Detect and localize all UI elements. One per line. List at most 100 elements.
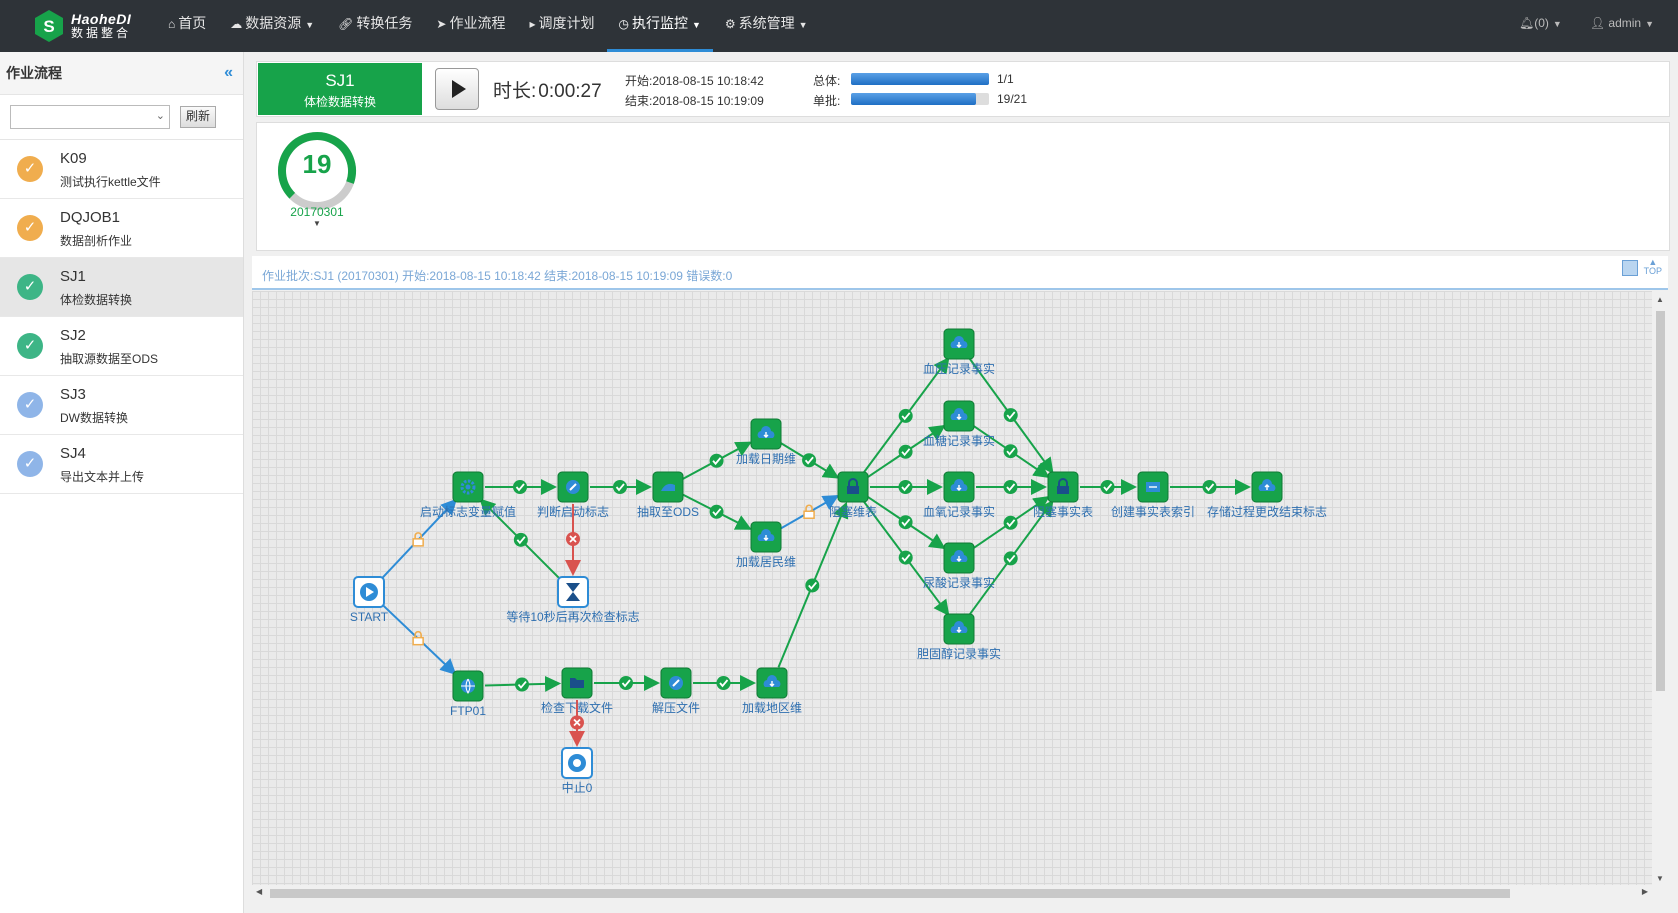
flow-edge[interactable] [379,498,458,581]
copy-icon[interactable] [1622,260,1638,276]
success-check-icon [805,578,820,593]
caret-down-icon[interactable]: ▼ [313,219,321,228]
refresh-button[interactable]: 刷新 [180,106,216,128]
flow-node-f2[interactable]: 血糖记录事实 [923,400,995,448]
flow-edge[interactable] [1080,479,1137,495]
flow-edge[interactable] [569,700,585,747]
cloud-download-icon [763,675,781,687]
notifications-menu[interactable]: 🔔︎(0)▼ [1518,16,1562,30]
success-check-icon [898,480,913,494]
flow-edge[interactable] [779,441,840,479]
flow-edge[interactable] [972,496,1050,550]
flow-edge[interactable] [862,500,950,617]
flow-node-lda[interactable]: 加载地区维 [742,667,802,715]
flow-edge[interactable] [866,495,946,550]
flow-node-n9[interactable]: 存储过程更改结束标志 [1207,471,1327,519]
flow-edge[interactable] [1170,479,1251,495]
flow-node-wait[interactable]: 等待10秒后再次检查标志 [506,576,640,624]
success-check-icon [1202,480,1217,494]
play-button[interactable] [435,68,479,110]
clock-icon: ◷ [618,17,629,31]
nav-data-resources[interactable]: ☁数据资源▼ [230,15,315,31]
flow-node-n5[interactable]: 加载居民维 [736,521,796,569]
flow-node-n3[interactable]: 抽取至ODS [637,471,699,519]
flow-node-f4[interactable]: 尿酸记录事实 [923,542,995,590]
batch-progress-label: 单批: [813,94,841,108]
job-id: SJ2 [60,327,86,344]
cloud-download-icon [950,550,968,562]
flow-node-n2[interactable]: 判断启动标志 [537,471,609,519]
flow-canvas[interactable]: START 启动标志变量赋值判断启动标志等待10秒后再次检查标志 抽取至ODS 加载日… [252,291,1652,885]
flow-edge[interactable] [485,479,557,495]
horizontal-scrollbar[interactable]: ◀▶ [252,885,1652,901]
job-desc: 体检数据转换 [60,293,133,307]
flow-edge[interactable] [693,675,756,691]
flow-node-unz[interactable]: 解压文件 [652,667,700,715]
nav-schedule[interactable]: ▸调度计划 [529,15,595,31]
flow-edge[interactable] [862,356,950,474]
lock-icon [1057,478,1069,494]
scroll-top-button[interactable]: ▲TOP [1643,257,1662,276]
flow-edge[interactable] [590,479,652,495]
hourglass-icon [566,583,580,601]
job-filter-select[interactable]: ⌄ [10,105,170,129]
flow-edge[interactable] [594,675,660,691]
flow-edge[interactable] [866,424,946,479]
flow-node-f3[interactable]: 血氧记录事实 [923,471,995,519]
flow-node-chk[interactable]: 检查下载文件 [541,667,613,715]
nav-job-flows[interactable]: ➤作业流程 [436,15,506,31]
brand[interactable]: S HaoheDI 数据整合 [33,8,131,44]
flow-node-start[interactable]: START [350,576,389,624]
flow-edge[interactable] [976,479,1047,495]
flow-node-f5[interactable]: 胆固醇记录事实 [917,613,1001,661]
cloud-upload-icon [1258,479,1276,491]
flow-edge[interactable] [479,498,562,581]
index-icon [1146,482,1160,492]
nav-home[interactable]: ⌂首页 [168,15,207,31]
flow-edge[interactable] [972,424,1050,478]
flow-node-n7[interactable]: 阻塞事实表 [1033,471,1093,519]
lock-icon [803,504,815,519]
flow-node-n1[interactable]: 启动标志变量赋值 [420,471,516,519]
vertical-scrollbar[interactable]: ▲▼ [1652,291,1668,885]
success-check-icon [513,480,527,494]
batch-gauge[interactable] [275,129,359,213]
flow-edge[interactable] [968,357,1054,475]
flow-edge[interactable] [380,602,457,675]
flow-node-ftp[interactable]: FTP01 [450,670,486,718]
flow-edge[interactable] [870,479,943,495]
flow-node-label: 血氧记录事实 [923,504,995,519]
end-time: 结束:2018-08-15 10:19:09 [625,94,764,108]
nav-transform-tasks[interactable]: 🔗︎转换任务 [338,15,413,31]
bullhorn-icon: ▸ [529,17,536,31]
flow-node-n8[interactable]: 创建事实表索引 [1111,471,1195,519]
nav-system-admin[interactable]: ⚙系统管理▼ [724,15,808,31]
home-icon: ⌂ [168,17,176,31]
success-check-icon [1003,444,1018,459]
flow-edge[interactable] [777,501,849,668]
collapse-icon[interactable]: « [224,64,233,81]
flow-edge[interactable] [682,441,752,480]
flow-node-n4[interactable]: 加载日期维 [736,418,796,466]
flow-header: 作业批次:SJ1 (20170301) 开始:2018-08-15 10:18:… [252,256,1668,290]
flow-edge[interactable] [484,675,562,692]
flow-node-stop[interactable]: 中止0 [561,747,593,795]
flow-node-f1[interactable]: 血压记录事实 [923,328,995,376]
nav-exec-monitor[interactable]: ◷执行监控▼ [606,0,713,52]
flow-node-n6[interactable]: 阻塞维表 [829,471,877,519]
user-menu[interactable]: 👤︎ admin▼ [1589,16,1654,30]
flow-edge[interactable] [968,499,1054,616]
flow-edge[interactable] [682,493,752,530]
flow-edge[interactable] [565,504,581,576]
success-check-icon [898,408,913,423]
flow-header-text: 作业批次:SJ1 (20170301) 开始:2018-08-15 10:18:… [262,269,733,283]
flow-edge[interactable] [780,494,840,530]
